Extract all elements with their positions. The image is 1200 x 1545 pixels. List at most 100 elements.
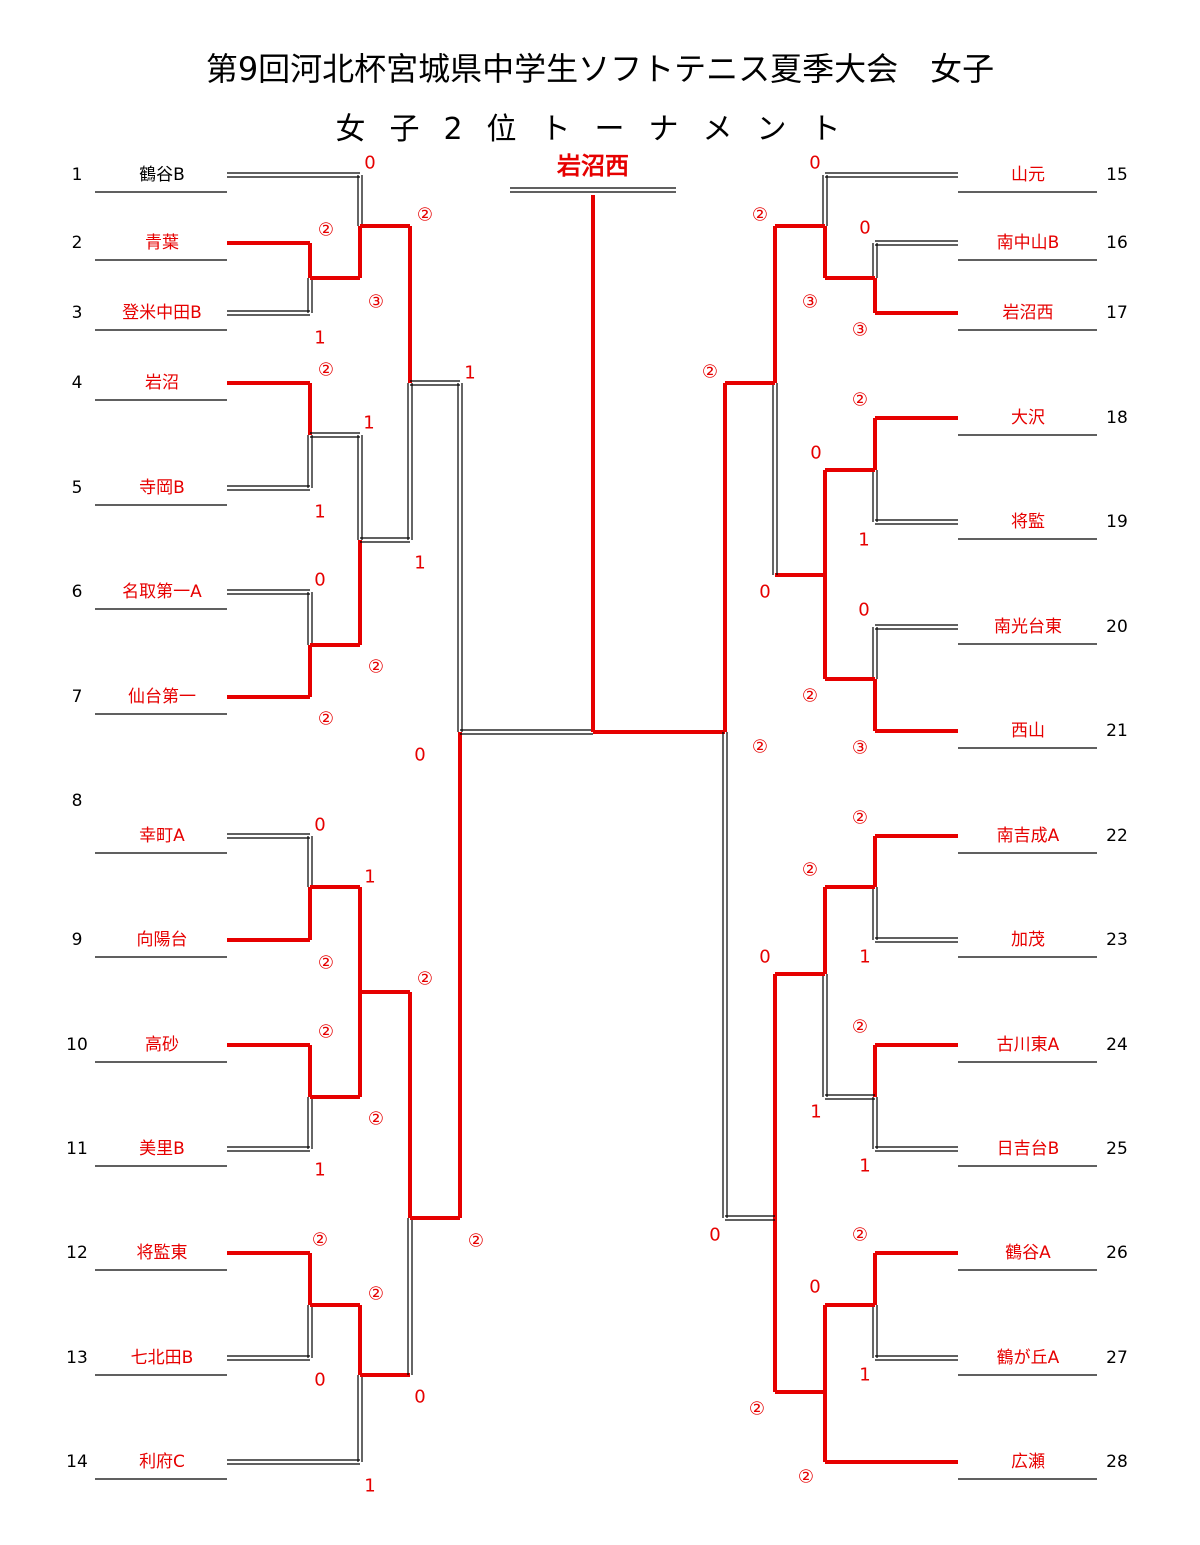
match-score: 1 <box>363 413 374 434</box>
match-score: ② <box>318 709 334 730</box>
team-name: 仙台第一 <box>128 687 196 707</box>
match-score: 1 <box>314 1160 325 1181</box>
match-score: ② <box>368 657 384 678</box>
bracket-line <box>825 1094 875 1100</box>
team-name: 南光台東 <box>994 617 1062 637</box>
team-name: 高砂 <box>145 1035 179 1055</box>
match-score: 1 <box>364 1476 375 1497</box>
match-score: ② <box>368 1109 384 1130</box>
bracket-line <box>457 383 463 732</box>
bracket-line <box>872 470 878 522</box>
bracket-line <box>510 187 676 193</box>
team-name: 西山 <box>1011 721 1045 741</box>
page-title: 第9回河北杯宮城県中学生ソフトテニス夏季大会 女子 <box>205 50 995 88</box>
match-score: ③ <box>802 292 818 313</box>
match-score: ② <box>417 205 433 226</box>
match-score: 0 <box>810 443 821 464</box>
match-score: 0 <box>709 1225 720 1246</box>
match-score: ② <box>749 1399 765 1420</box>
match-score: ② <box>852 390 868 411</box>
match-score: ③ <box>368 292 384 313</box>
seed-number: 28 <box>1106 1452 1128 1472</box>
seed-number: 8 <box>72 791 83 811</box>
bracket-line <box>410 380 460 386</box>
team-name: 青葉 <box>145 233 179 253</box>
bracket-line <box>307 1097 313 1149</box>
team-name: 鶴谷A <box>1005 1243 1051 1263</box>
match-score: ② <box>417 969 433 990</box>
seed-number: 17 <box>1106 303 1128 323</box>
match-score: ② <box>368 1284 384 1305</box>
match-score: ③ <box>852 738 868 759</box>
bracket-line <box>227 310 310 316</box>
match-score: ② <box>798 1467 814 1488</box>
match-score: ② <box>752 737 768 758</box>
bracket-line <box>307 435 313 488</box>
team-name: 幸町A <box>139 826 185 846</box>
bracket-line <box>227 589 310 595</box>
match-score: 0 <box>809 153 820 174</box>
match-score: ② <box>752 205 768 226</box>
bracket-line <box>875 1146 958 1152</box>
seed-number: 19 <box>1106 512 1128 532</box>
team-name: 加茂 <box>1011 930 1045 950</box>
match-score: ② <box>318 220 334 241</box>
team-name: 寺岡B <box>139 478 185 498</box>
match-score: 1 <box>859 1365 870 1386</box>
match-score: 0 <box>759 582 770 603</box>
seed-number: 20 <box>1106 617 1128 637</box>
team-name: 名取第一A <box>122 582 202 602</box>
seed-number: 4 <box>72 373 83 393</box>
bracket-line <box>227 1355 310 1361</box>
bracket-line <box>307 278 313 313</box>
match-score: 1 <box>858 530 869 551</box>
team-name: 将監 <box>1011 512 1045 532</box>
match-score: 0 <box>809 1277 820 1298</box>
team-name: 大沢 <box>1011 408 1045 428</box>
team-name: 古川東A <box>997 1035 1060 1055</box>
bracket-line <box>307 836 313 887</box>
match-score: ③ <box>852 320 868 341</box>
bracket-line <box>227 1146 310 1152</box>
team-name: 向陽台 <box>137 930 188 950</box>
team-name: 将監東 <box>137 1243 188 1263</box>
match-score: 1 <box>859 947 870 968</box>
seed-number: 16 <box>1106 233 1128 253</box>
match-score: 0 <box>314 1370 325 1391</box>
seed-number: 24 <box>1106 1035 1128 1055</box>
champion-name: 岩沼西 <box>556 152 629 180</box>
match-score: 1 <box>364 867 375 888</box>
match-score: 1 <box>859 1156 870 1177</box>
team-name: 岩沼西 <box>1003 303 1054 323</box>
seed-number: 3 <box>72 303 83 323</box>
bracket-line <box>872 627 878 679</box>
match-score: 0 <box>859 218 870 239</box>
team-name: 南中山B <box>997 233 1060 253</box>
bracket-line <box>825 172 958 178</box>
match-score: 0 <box>858 600 869 621</box>
seed-number: 7 <box>72 687 83 707</box>
match-score: ② <box>312 1230 328 1251</box>
match-score: 0 <box>414 745 425 766</box>
seed-number: 5 <box>72 478 83 498</box>
match-score: 0 <box>314 815 325 836</box>
seed-number: 13 <box>66 1348 88 1368</box>
bracket-line <box>872 243 878 278</box>
seed-number: 14 <box>66 1452 88 1472</box>
match-score: ② <box>802 686 818 707</box>
team-name: 登米中田B <box>122 303 202 323</box>
seed-number: 11 <box>66 1139 88 1159</box>
seed-number: 25 <box>1106 1139 1128 1159</box>
bracket-line <box>875 1355 958 1361</box>
bracket-line <box>722 732 728 1218</box>
match-score: 1 <box>414 553 425 574</box>
bracket-line <box>307 1305 313 1358</box>
match-score: ② <box>852 1225 868 1246</box>
bracket-lines <box>95 172 1097 1480</box>
bracket-line <box>822 175 828 226</box>
bracket-line <box>875 937 958 943</box>
match-score: ② <box>702 362 718 383</box>
seed-number: 1 <box>72 165 83 185</box>
seed-number: 2 <box>72 233 83 253</box>
bracket-line <box>822 974 828 1097</box>
